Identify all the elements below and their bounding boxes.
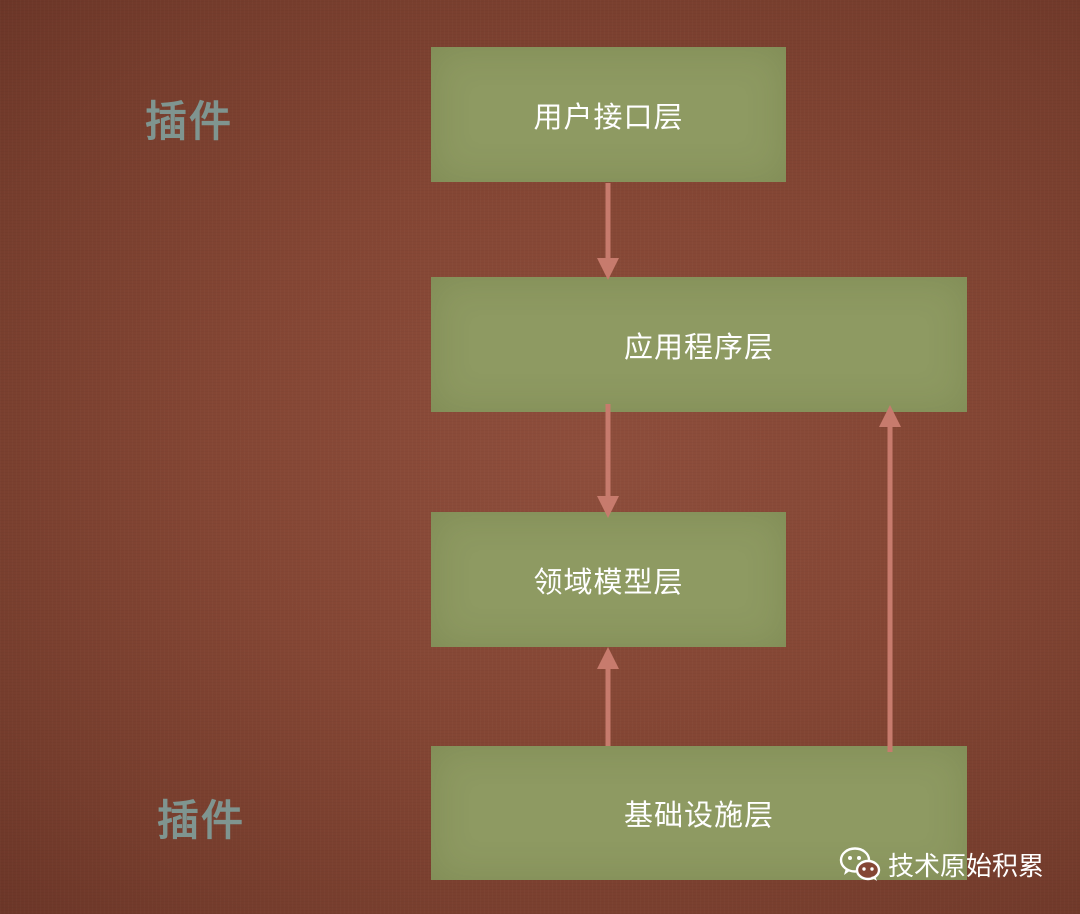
user-interface-layer-box: 用户接口层 (431, 47, 786, 182)
application-layer-label: 应用程序层 (623, 329, 774, 364)
infrastructure-layer-box: 基础设施层 (431, 746, 967, 880)
domain-model-layer-box: 领域模型层 (431, 512, 786, 647)
arrow-infra-to-domain-head (597, 647, 619, 669)
user-interface-layer-label: 用户接口层 (533, 99, 684, 134)
watermark-text: 技术原始积累 (888, 851, 1045, 882)
domain-model-layer-label: 领域模型层 (533, 564, 684, 599)
infrastructure-layer-label: 基础设施层 (623, 798, 774, 832)
plugin-label-top: 插件 (145, 97, 234, 146)
plugin-label-bottom: 插件 (157, 796, 246, 845)
wechat-icon (839, 847, 881, 881)
watermark: 技术原始积累 (838, 845, 1044, 883)
application-layer-box: 应用程序层 (431, 277, 967, 412)
